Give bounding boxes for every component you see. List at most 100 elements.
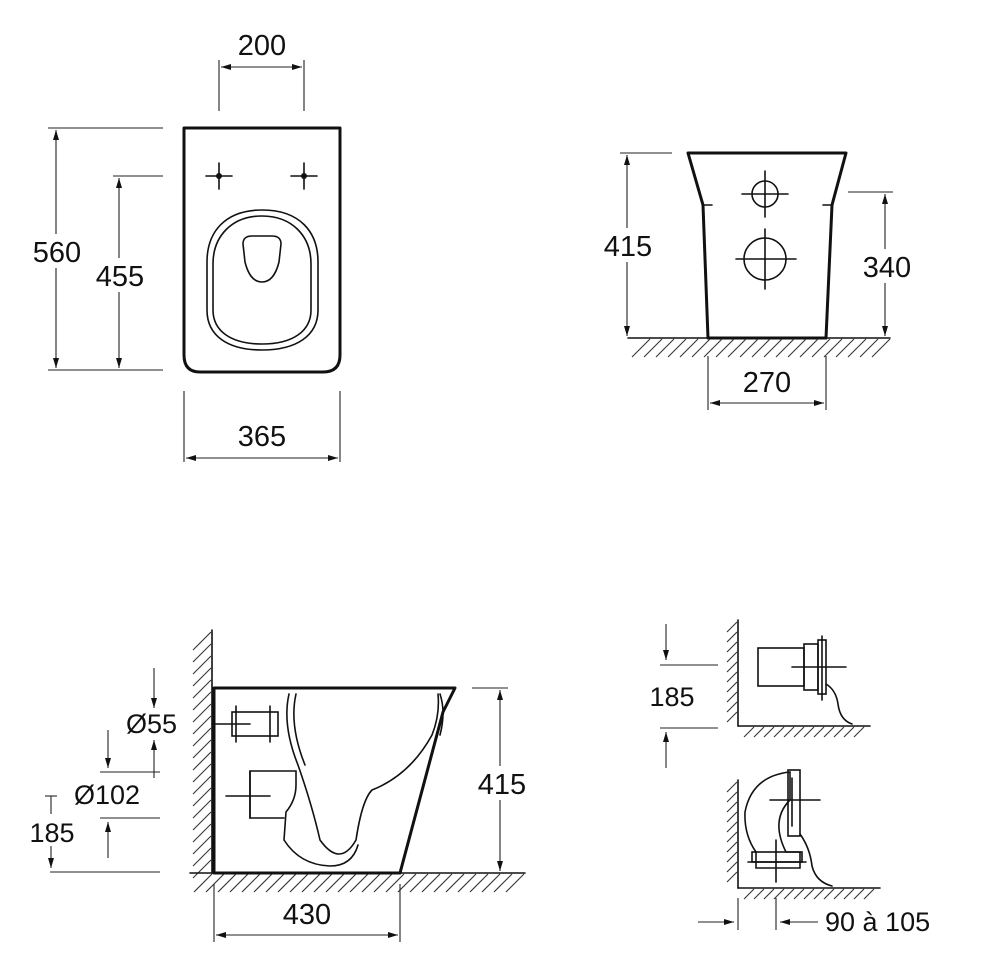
- hatch-line: [385, 873, 405, 893]
- hatch-line: [726, 871, 738, 883]
- hatch-line: [833, 726, 845, 738]
- hatch-line: [192, 631, 212, 651]
- trap-path: [286, 693, 440, 855]
- hatch-line: [753, 726, 765, 738]
- hatch-line: [726, 711, 738, 723]
- drain-opening: [242, 235, 282, 283]
- detail-hatch-bottom: [726, 781, 875, 900]
- hatch-line: [726, 681, 738, 693]
- side-view: Ø55 Ø102 185 415 430: [26, 629, 532, 942]
- hatch-line: [192, 679, 212, 699]
- hatch-line: [192, 847, 212, 867]
- hatch-line: [192, 667, 212, 687]
- dim-top-fix-length: 455: [96, 261, 144, 293]
- hatch-line: [811, 338, 831, 358]
- hatch-line: [853, 888, 865, 900]
- hatch-line: [863, 888, 875, 900]
- hatch-line: [679, 338, 699, 358]
- hatch-line: [457, 873, 477, 893]
- hatch-line: [773, 888, 785, 900]
- dim-top-length: 560: [33, 237, 81, 269]
- hatch-line: [823, 888, 835, 900]
- dim-front-outlet-height: 340: [863, 252, 911, 284]
- hatch-line: [667, 338, 687, 358]
- hatch-line: [192, 715, 212, 735]
- hatch-line: [727, 338, 747, 358]
- hatch-line: [743, 888, 755, 900]
- hatch-line: [433, 873, 453, 893]
- hatch-line: [192, 751, 212, 771]
- floor-hatch-side: [193, 873, 525, 893]
- hatch-line: [739, 338, 759, 358]
- hatch-line: [421, 873, 441, 893]
- hatch-line: [253, 873, 273, 893]
- hatch-line: [726, 861, 738, 873]
- floor-hatch-front: [631, 338, 891, 358]
- hatch-line: [192, 739, 212, 759]
- hatch-line: [192, 643, 212, 663]
- hatch-line: [301, 873, 321, 893]
- hatch-line: [241, 873, 261, 893]
- hatch-line: [217, 873, 237, 893]
- hatch-line: [726, 701, 738, 713]
- hatch-line: [763, 726, 775, 738]
- hatch-line: [859, 338, 879, 358]
- hatch-line: [192, 811, 212, 831]
- hatch-line: [835, 338, 855, 358]
- hatch-line: [337, 873, 357, 893]
- hatch-line: [763, 888, 775, 900]
- hatch-line: [361, 873, 381, 893]
- hatch-line: [205, 873, 225, 893]
- hatch-line: [847, 338, 867, 358]
- hatch-line: [803, 888, 815, 900]
- hatch-line: [726, 621, 738, 633]
- dim-side-inlet-diameter: Ø55: [126, 709, 177, 739]
- hatch-line: [726, 831, 738, 843]
- hatch-line: [726, 851, 738, 863]
- bowl-outer: [206, 209, 319, 351]
- hatch-line: [726, 671, 738, 683]
- hatch-line: [192, 703, 212, 723]
- hatch-line: [703, 338, 723, 358]
- hatch-line: [229, 873, 249, 893]
- hatch-line: [469, 873, 489, 893]
- dim-side-outlet-height: 185: [29, 818, 74, 848]
- dim-front-height: 415: [604, 231, 652, 263]
- hatch-line: [373, 873, 393, 893]
- side-view-outline: [212, 686, 457, 875]
- hatch-line: [265, 873, 285, 893]
- dim-top-width-fix: 200: [238, 30, 286, 62]
- hatch-line: [192, 727, 212, 747]
- dim-side-outlet-diameter: Ø102: [74, 780, 140, 810]
- detail-hatch-top: [726, 621, 865, 738]
- detail-view: 185 90 à 105: [649, 619, 930, 937]
- hatch-line: [843, 888, 855, 900]
- hatch-line: [783, 888, 795, 900]
- hatch-line: [871, 338, 891, 358]
- hatch-line: [192, 691, 212, 711]
- inlet-connector: [211, 705, 279, 743]
- hatch-line: [726, 821, 738, 833]
- hatch-line: [397, 873, 417, 893]
- hatch-line: [823, 338, 843, 358]
- dim-side-depth: 430: [283, 899, 331, 931]
- hatch-line: [192, 859, 212, 879]
- hatch-line: [773, 726, 785, 738]
- hatch-line: [691, 338, 711, 358]
- outlet-mark: [735, 228, 797, 290]
- hatch-line: [787, 338, 807, 358]
- hatch-line: [783, 726, 795, 738]
- hatch-line: [192, 787, 212, 807]
- front-view: 415 340 270: [598, 151, 917, 410]
- hatch-line: [192, 655, 212, 675]
- hatch-line: [751, 338, 771, 358]
- hatch-line: [726, 841, 738, 853]
- top-view: 200 560 455 365: [28, 30, 342, 462]
- hatch-line: [313, 873, 333, 893]
- hatch-line: [726, 631, 738, 643]
- hatch-line: [793, 888, 805, 900]
- outlet-pipe-vertical: [744, 769, 833, 887]
- hatch-line: [192, 835, 212, 855]
- hatch-line: [192, 799, 212, 819]
